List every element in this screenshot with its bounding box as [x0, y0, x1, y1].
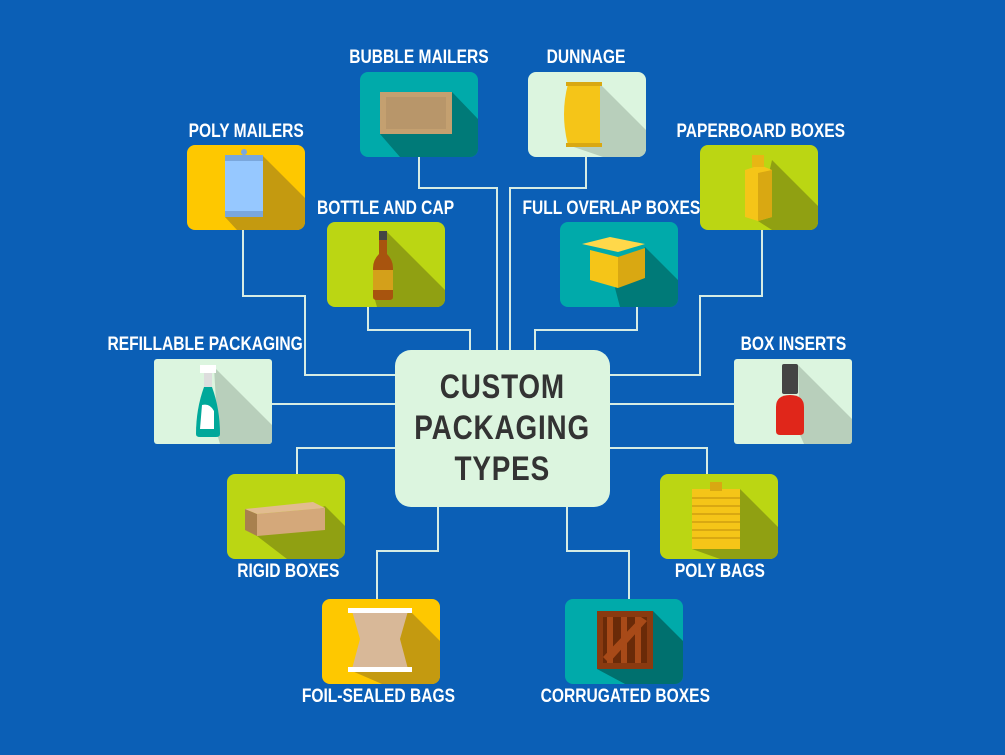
- label-full-overlap-boxes: FULL OVERLAP BOXES: [522, 198, 700, 219]
- card-foil-sealed-bags[interactable]: [322, 599, 440, 684]
- long-box-icon: [245, 502, 345, 559]
- label-dunnage: DUNNAGE: [546, 47, 626, 68]
- connector-poly-bags: [610, 447, 708, 474]
- label-poly-mailers: POLY MAILERS: [188, 121, 304, 142]
- card-poly-mailers[interactable]: [187, 145, 305, 230]
- card-rigid-boxes[interactable]: [227, 474, 345, 559]
- label-paperboard-boxes: PAPERBOARD BOXES: [676, 121, 846, 142]
- title-line-3: TYPES: [454, 450, 551, 488]
- carton-icon: [745, 155, 818, 230]
- card-bottle-and-cap[interactable]: [327, 222, 445, 307]
- mailer-envelope-icon: [380, 92, 478, 157]
- label-foil-sealed-bags: FOIL-SEALED BAGS: [301, 686, 455, 707]
- connector-bubble-mailers: [418, 157, 498, 350]
- bag-icon: [692, 482, 778, 559]
- bottle-icon: [373, 231, 445, 307]
- card-corrugated-boxes[interactable]: [565, 599, 683, 684]
- connector-paperboard-boxes: [610, 230, 763, 376]
- card-paperboard-boxes[interactable]: [700, 145, 818, 230]
- connector-foil-sealed: [376, 507, 439, 599]
- title-line-1: CUSTOM: [439, 368, 566, 406]
- connector-corrugated: [566, 507, 630, 599]
- nail-polish-icon: [776, 364, 852, 444]
- card-full-overlap-boxes[interactable]: [560, 222, 678, 307]
- card-dunnage[interactable]: [528, 72, 646, 157]
- connector-bottle-and-cap: [367, 307, 471, 350]
- can-icon: [225, 149, 305, 230]
- card-box-inserts[interactable]: [734, 359, 852, 444]
- center-title-box: CUSTOM PACKAGING TYPES: [395, 350, 610, 507]
- card-bubble-mailers[interactable]: [360, 72, 478, 157]
- dunnage-pillow-icon: [564, 82, 646, 157]
- spray-bottle-icon: [196, 365, 272, 444]
- label-corrugated-boxes: CORRUGATED BOXES: [540, 686, 710, 707]
- label-refillable-packaging: REFILLABLE PACKAGING: [107, 334, 303, 355]
- foil-bag-icon: [348, 608, 440, 684]
- label-bubble-mailers: BUBBLE MAILERS: [349, 47, 489, 68]
- card-refillable-packaging[interactable]: [154, 359, 272, 444]
- card-poly-bags[interactable]: [660, 474, 778, 559]
- label-rigid-boxes: RIGID BOXES: [236, 561, 340, 582]
- label-box-inserts: BOX INSERTS: [740, 334, 846, 355]
- crate-icon: [597, 611, 683, 684]
- connector-poly-mailers: [242, 230, 395, 376]
- label-poly-bags: POLY BAGS: [674, 561, 766, 582]
- connector-full-overlap-boxes: [534, 307, 638, 350]
- connector-dunnage: [509, 157, 587, 350]
- title-line-2: PACKAGING: [414, 409, 591, 447]
- connector-rigid-boxes: [296, 447, 395, 474]
- label-bottle-and-cap: BOTTLE AND CAP: [317, 198, 455, 219]
- open-box-icon: [582, 237, 678, 307]
